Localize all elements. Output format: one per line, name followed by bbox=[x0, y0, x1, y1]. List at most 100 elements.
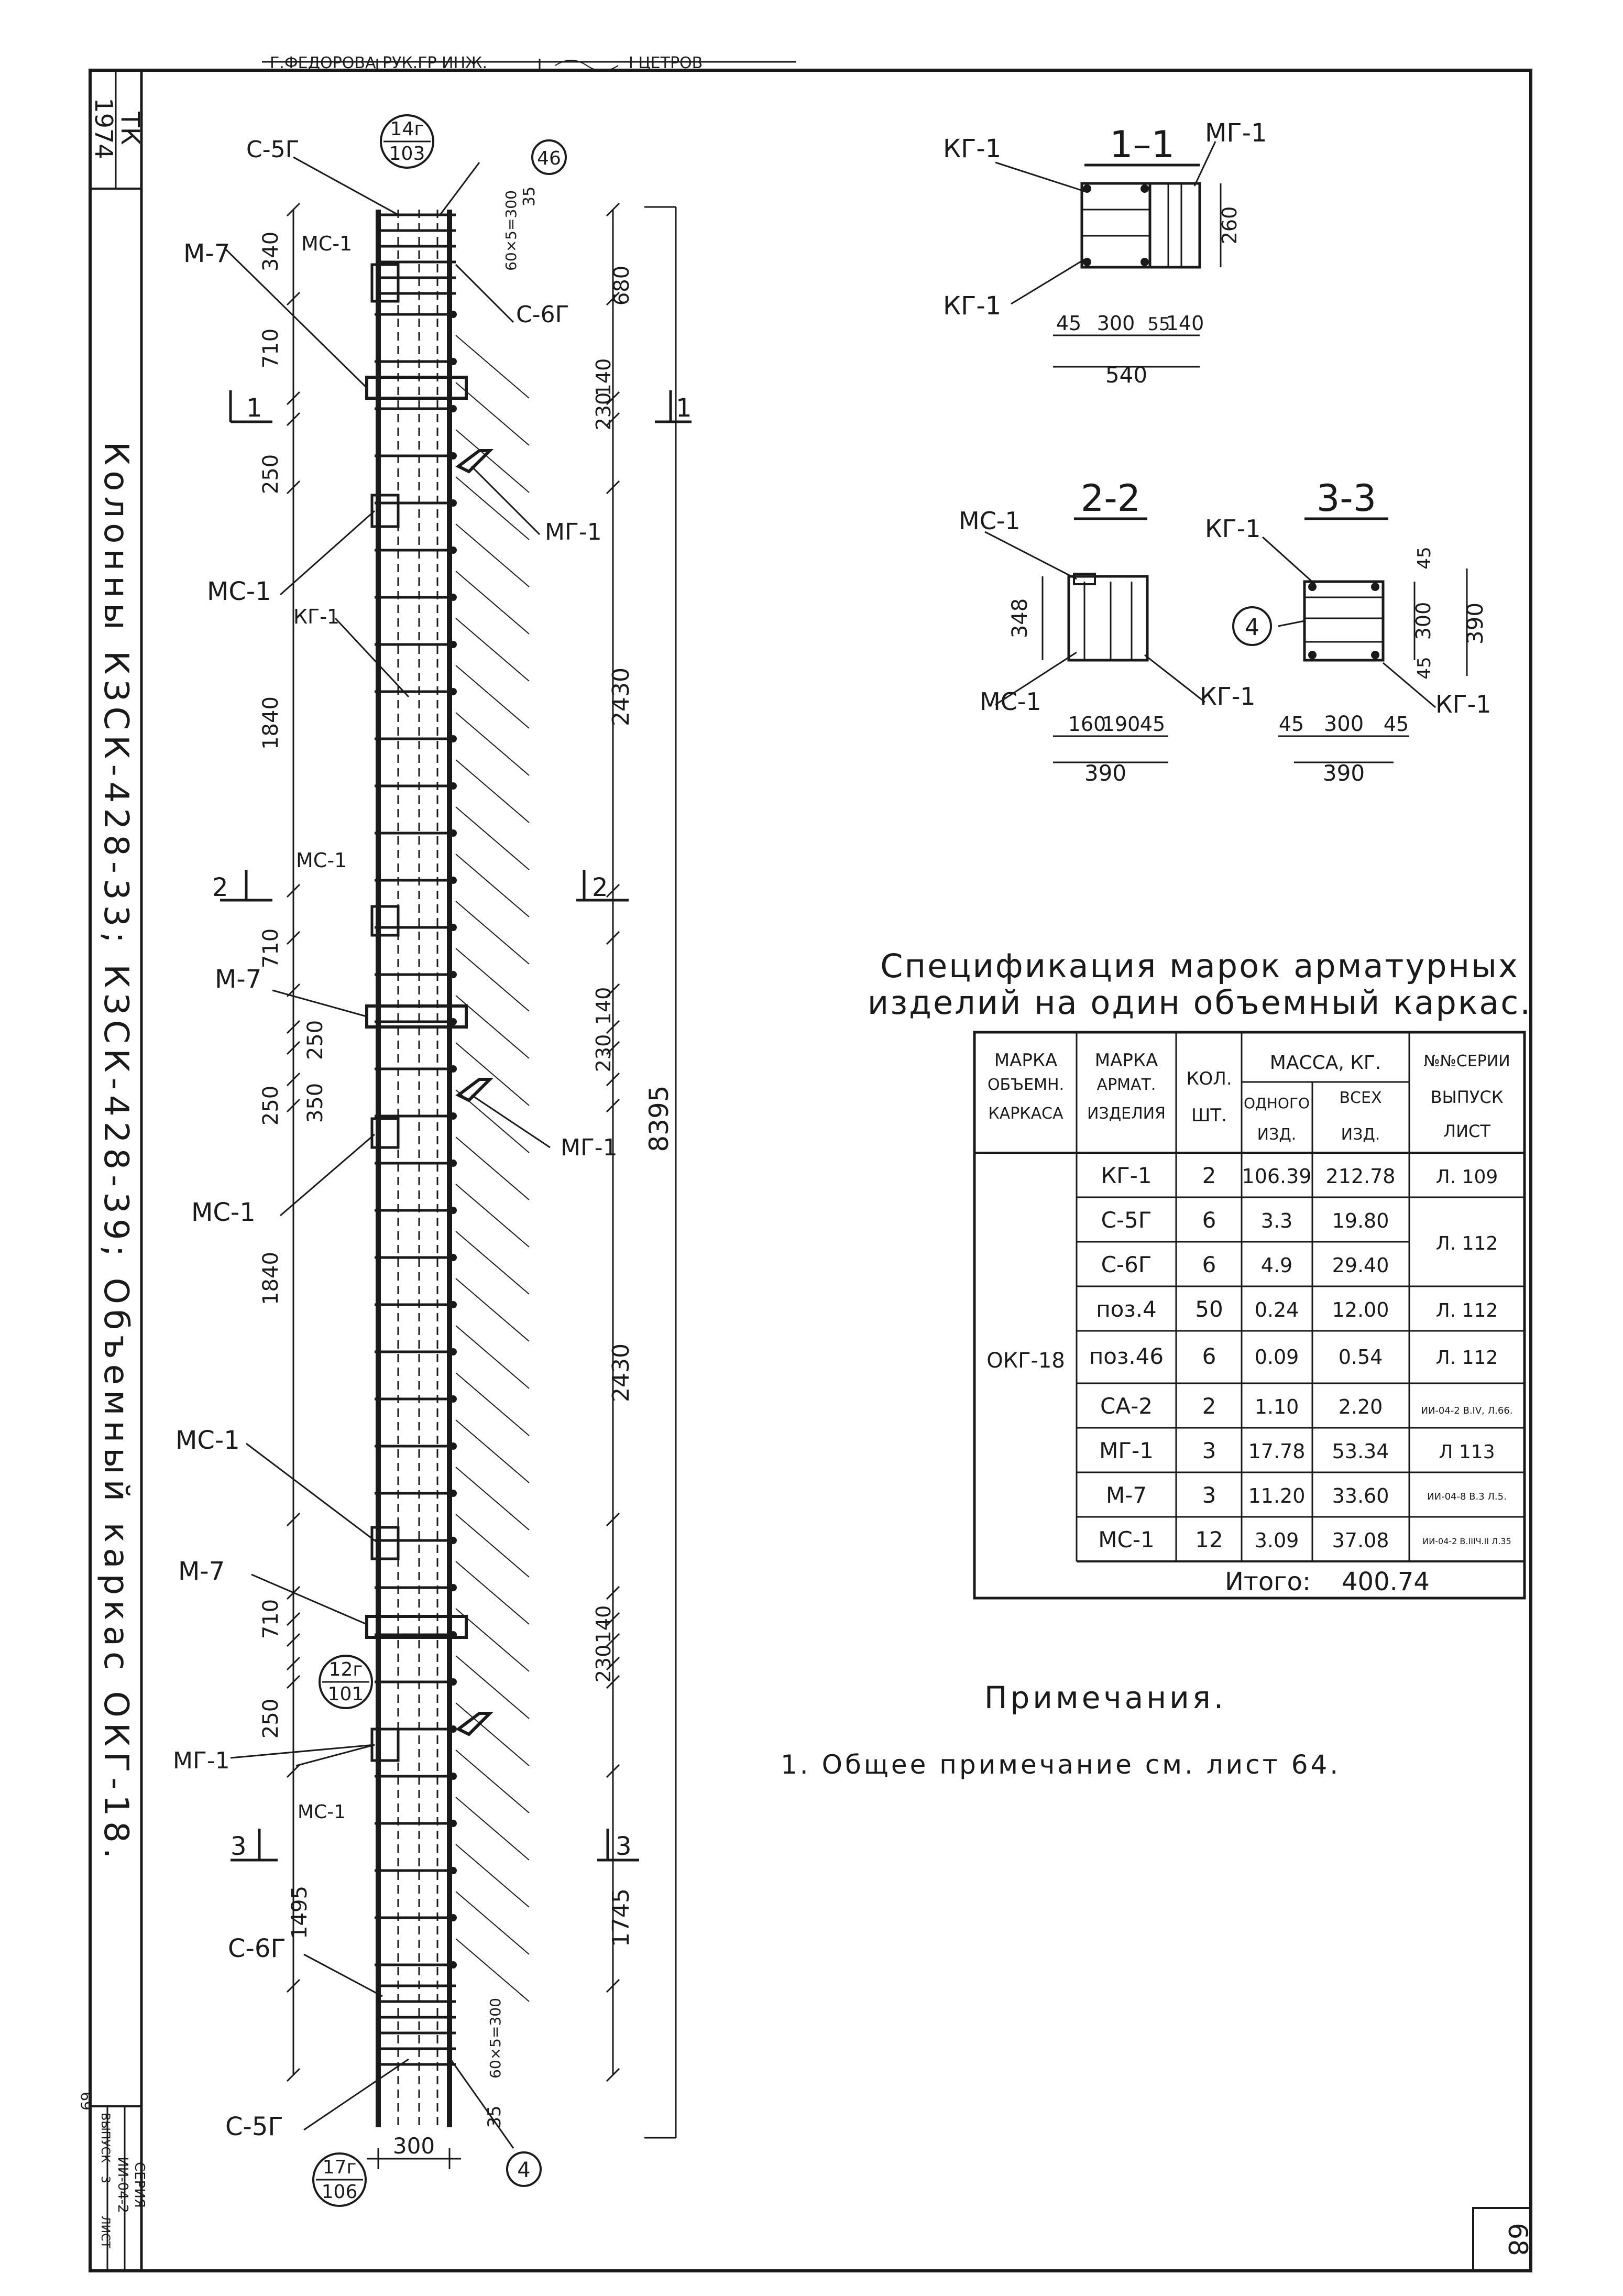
s11-kg1-top: КГ-1 bbox=[943, 134, 1001, 163]
svg-text:250: 250 bbox=[259, 1086, 283, 1125]
svg-text:46: 46 bbox=[537, 148, 561, 169]
svg-text:МАРКА: МАРКА bbox=[994, 1050, 1058, 1071]
svg-text:50: 50 bbox=[1195, 1296, 1223, 1322]
spec-total: Итого: 400.74 bbox=[1225, 1567, 1430, 1597]
dim-tick bbox=[606, 1586, 620, 1600]
label-m7-c: М-7 bbox=[178, 1557, 225, 1586]
svg-text:140: 140 bbox=[592, 358, 615, 397]
dim-tick bbox=[286, 2068, 301, 2082]
svg-text:106: 106 bbox=[322, 2181, 358, 2203]
s33-kg1-top: КГ-1 bbox=[1205, 515, 1261, 543]
label-mc1-d: МС-1 bbox=[191, 1198, 256, 1227]
table-row: МГ-1 3 17.78 53.34 Л 113 bbox=[1099, 1438, 1495, 1463]
s22-dim-b: 190 bbox=[1102, 713, 1141, 736]
leader-hatch bbox=[455, 335, 530, 2002]
hatch-line bbox=[455, 1797, 530, 1861]
tie-dot bbox=[449, 1018, 457, 1025]
bottom-mesh bbox=[378, 1984, 456, 2066]
svg-text:4: 4 bbox=[517, 2158, 530, 2182]
sheet-frame bbox=[89, 69, 1532, 2272]
s33-dim-top: 45 bbox=[1414, 546, 1435, 569]
s33-pos4-marker bbox=[1232, 606, 1272, 646]
s33-dim-b: 300 bbox=[1324, 712, 1364, 736]
hatch-line bbox=[455, 429, 530, 493]
mc1-mesh bbox=[370, 1117, 400, 1149]
hatch-line bbox=[455, 995, 530, 1059]
svg-text:2: 2 bbox=[212, 873, 228, 902]
svg-text:Л. 112: Л. 112 bbox=[1436, 1233, 1498, 1254]
dim-tick bbox=[286, 1072, 301, 1087]
svg-text:140: 140 bbox=[592, 1605, 615, 1644]
tie-dot bbox=[449, 1537, 457, 1544]
signature-scribble bbox=[555, 60, 619, 71]
s11-dim-total: 540 bbox=[1105, 362, 1147, 388]
mg1-brackets bbox=[455, 449, 494, 1736]
dim-tick bbox=[286, 983, 301, 998]
svg-text:17.78: 17.78 bbox=[1248, 1440, 1306, 1463]
svg-text:6: 6 bbox=[1202, 1207, 1216, 1233]
label-mg1-a: МГ-1 bbox=[545, 519, 602, 545]
tie-dot bbox=[449, 1207, 457, 1214]
table-row: М-7 3 11.20 33.60 ИИ-04-8 В.3 Л.5. bbox=[1106, 1482, 1507, 1508]
tie-dot bbox=[449, 1348, 457, 1355]
hatch-line bbox=[455, 854, 530, 917]
tie-dot bbox=[449, 1395, 457, 1403]
mc1-mesh bbox=[370, 905, 400, 937]
svg-text:12г: 12г bbox=[329, 1659, 363, 1680]
table-row: СА-2 2 1.10 2.20 ИИ-04-2 В.IV, Л.66. bbox=[1100, 1393, 1512, 1419]
hatch-line bbox=[455, 1514, 530, 1578]
tie-dot bbox=[449, 1914, 457, 1921]
s33-dim-bot: 45 bbox=[1414, 657, 1435, 679]
table-row: поз.46 6 0.09 0.54 Л. 112 bbox=[1089, 1343, 1498, 1369]
dims-right: 35 60×5=300 680 230 140 2430 140 230 243… bbox=[393, 187, 674, 2159]
svg-text:230: 230 bbox=[592, 392, 615, 431]
label-c5g-bot: С-5Г bbox=[225, 2112, 283, 2141]
tie-dot bbox=[449, 877, 457, 884]
left-title-block: ТК 1974 Колонны КЗСК-428-33; КЗСК-428-39… bbox=[78, 70, 147, 2271]
svg-text:0.24: 0.24 bbox=[1255, 1298, 1299, 1321]
tie-dot bbox=[449, 688, 457, 695]
s22-kg1: КГ-1 bbox=[1200, 682, 1256, 710]
dim-tick bbox=[286, 1098, 301, 1113]
svg-text:СА-2: СА-2 bbox=[1100, 1393, 1153, 1419]
svg-text:680: 680 bbox=[610, 266, 634, 305]
mc1-mesh bbox=[370, 494, 400, 528]
label-c6g-bot: С-6Г bbox=[228, 1934, 286, 1963]
svg-text:ОБЪЕМН.: ОБЪЕМН. bbox=[988, 1076, 1064, 1094]
tie-dot bbox=[449, 971, 457, 978]
hatch-line bbox=[455, 1042, 530, 1106]
hatch-line bbox=[455, 571, 530, 635]
svg-text:№№СЕРИИ: №№СЕРИИ bbox=[1423, 1052, 1510, 1070]
dim-tick bbox=[286, 202, 301, 217]
tie-dot bbox=[449, 1490, 457, 1497]
svg-text:2.20: 2.20 bbox=[1339, 1395, 1383, 1418]
dim-tick bbox=[606, 391, 620, 406]
svg-text:ИЗД.: ИЗД. bbox=[1257, 1125, 1297, 1144]
svg-text:МГ-1: МГ-1 bbox=[1099, 1438, 1154, 1463]
svg-text:710: 710 bbox=[259, 1599, 283, 1639]
svg-text:230: 230 bbox=[592, 1645, 615, 1683]
svg-text:14г: 14г bbox=[390, 118, 424, 140]
dim-tick bbox=[286, 1675, 301, 1689]
table-row: поз.4 50 0.24 12.00 Л. 112 bbox=[1096, 1296, 1498, 1322]
tie-dot bbox=[449, 1442, 457, 1450]
svg-text:3: 3 bbox=[1202, 1438, 1216, 1463]
svg-text:2430: 2430 bbox=[608, 668, 634, 726]
tie-dot bbox=[449, 1867, 457, 1874]
svg-text:Л. 109: Л. 109 bbox=[1436, 1166, 1498, 1188]
label-mg1-b: МГ-1 bbox=[561, 1134, 618, 1161]
header-role: РУК.ГР ИНЖ. bbox=[382, 54, 487, 72]
tie-dot bbox=[449, 1820, 457, 1827]
dimension-lines bbox=[292, 206, 677, 2169]
section-mark-2-right: 2 bbox=[576, 870, 629, 902]
section-mark-2-left: 2 bbox=[212, 870, 272, 902]
s11-dim-c: 55 bbox=[1147, 314, 1170, 335]
pos46-marker: 46 bbox=[531, 139, 567, 175]
dim-tick bbox=[286, 1512, 301, 1527]
notes: Примечания. 1. Общее примечание см. лист… bbox=[781, 1680, 1338, 1780]
hatch-line bbox=[455, 335, 530, 399]
label-m7-a: М-7 bbox=[183, 239, 230, 268]
svg-text:поз.4: поз.4 bbox=[1096, 1296, 1157, 1322]
svg-text:ИЗД.: ИЗД. bbox=[1341, 1125, 1380, 1144]
ref-top: 14г 103 bbox=[380, 114, 434, 169]
